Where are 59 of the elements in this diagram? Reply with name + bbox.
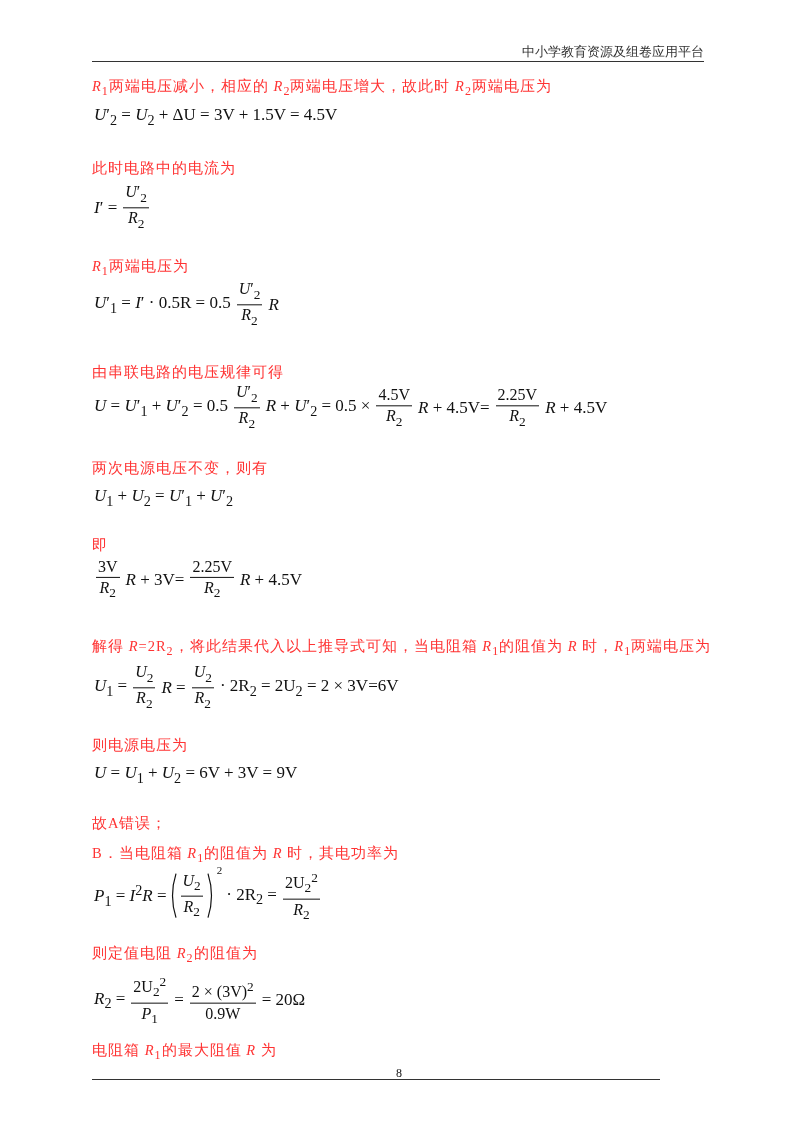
numerator: 2.25V (191, 556, 233, 577)
denominator: 0.9W (204, 1003, 242, 1024)
numerator: U$_{2}$ (192, 662, 213, 687)
equation-text: R + 4.5V= (417, 398, 491, 418)
solution-text: 解得 R=2R$_{2}$，将此结果代入以上推导式可知，当电阻箱 R$_{1}$的阻值为 R 时，R$_{1}$两端电压为 (92, 637, 712, 659)
solution-text: 则定值电阻 R$_{2}$的阻值为 (92, 944, 258, 966)
numerator: 4.5V (377, 384, 411, 405)
solution-text: 故A错误； (92, 813, 168, 833)
solution-text: R$_{1}$两端电压为 (92, 257, 189, 279)
header-text: 中小学教育资源及组卷应用平台 (522, 44, 704, 61)
denominator: R$_{2}$ (182, 896, 201, 921)
numerator: 2 × (3V)$^{2}$ (190, 977, 255, 1003)
equation-text: R (267, 295, 280, 315)
equation-text: U$_{1}$ = (93, 676, 129, 700)
solution-text: 则电源电压为 (92, 735, 188, 755)
denominator: R$_{2}$ (202, 577, 222, 603)
denominator: R$_{2}$ (240, 305, 259, 330)
equation-text: R + 4.5V (238, 570, 303, 590)
page-number: 8 (396, 1066, 402, 1081)
denominator: R$_{2}$ (292, 899, 311, 924)
denominator: R$_{2}$ (508, 405, 527, 431)
equation-text: · 2R$_{2}$ = 2U$_{2}$ = 2 × 3V=6V (218, 676, 400, 700)
equation-text: R + U′$_{2}$ = 0.5 × (264, 396, 372, 420)
equation-text: U$_{1}$ + U$_{2}$ = U′$_{1}$ + U′$_{2}$ (93, 486, 235, 510)
numerator: 3V (97, 556, 119, 577)
equation-text: = 20Ω (260, 990, 307, 1010)
numerator: U$_{2}$ (134, 662, 155, 687)
equation-text: R = (160, 678, 187, 698)
equation-text: I′ = (93, 198, 119, 218)
equation-text: · 2R$_{2}$ = (225, 884, 278, 908)
equation-text: U = U′$_{1}$ + U′$_{2}$ = 0.5 (93, 396, 229, 420)
denominator: P$_{1}$ (140, 1003, 159, 1028)
equation-text: U′$_{2}$ = U$_{2}$ + ΔU = 3V + 1.5V = 4.5V (93, 105, 339, 129)
equation-text: = (173, 990, 185, 1010)
exponent: 2 (215, 863, 224, 876)
solution-text: 由串联电路的电压规律可得 (92, 362, 284, 382)
solution-text: R$_{1}$两端电压减小，相应的 R$_{2}$两端电压增大，故此时 R$_{2}$两端电压为 (92, 77, 552, 99)
equation-text: R + 4.5V (544, 398, 609, 418)
numerator: 2.25V (496, 384, 539, 405)
equation-text: U′$_{1}$ = I′ · 0.5R = 0.5 (93, 293, 232, 317)
denominator: R$_{2}$ (237, 408, 257, 433)
numerator: U$_{2}$ (181, 870, 202, 895)
solution-text: 电阻箱 R$_{1}$的最大阻值 R 为 (92, 1041, 277, 1063)
equation-text: R$_{2}$ = (93, 988, 127, 1012)
solution-text: 两次电源电压不变，则有 (92, 458, 268, 478)
equation-text: P$_{1}$ = I$^{2}$R = (93, 882, 168, 910)
denominator: R$_{2}$ (135, 688, 154, 713)
equation-text: U = U$_{1}$ + U$_{2}$ = 6V + 3V = 9V (93, 763, 299, 787)
denominator: R$_{2}$ (98, 577, 117, 603)
denominator: R$_{2}$ (385, 405, 404, 431)
solution-text: 此时电路中的电流为 (92, 158, 236, 178)
numerator: U′$_{2}$ (124, 182, 148, 207)
denominator: R$_{2}$ (193, 688, 212, 713)
equation-text: R + 3V= (124, 570, 186, 590)
solution-text: 即 (92, 535, 108, 555)
numerator: U′$_{2}$ (237, 279, 262, 304)
solution-text: B．当电阻箱 R$_{1}$的阻值为 R 时，其电功率为 (92, 844, 400, 866)
numerator: U′$_{2}$ (234, 382, 259, 407)
denominator: R$_{2}$ (126, 208, 146, 233)
